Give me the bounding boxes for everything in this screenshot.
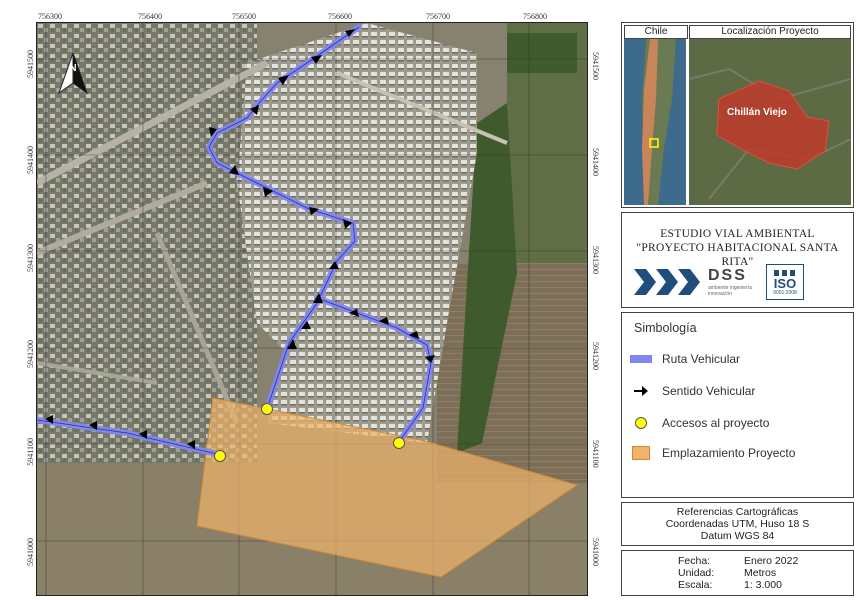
iso-logo-text: ISO [773,275,797,291]
y-tick: 5941300 [26,244,35,272]
legend-item-site: Emplazamiento Proyecto [630,443,795,463]
references-line: Referencias Cartográficas [676,506,799,518]
x-tick: 756800 [523,12,547,21]
y-tick: 5941100 [26,438,35,466]
north-arrow-icon: N [58,52,88,95]
direction-arrows [45,29,435,449]
y-tick: 5941100 [591,440,600,468]
legend-label: Emplazamiento Proyecto [662,446,796,460]
access-point [393,437,405,449]
study-title: ESTUDIO VIAL AMBIENTAL [660,228,815,240]
legend-heading: Simbología [634,321,697,335]
legend-panel: Simbología Ruta Vehicular Sentido Vehicu… [621,312,854,498]
dss-logo-subtext: ambiente ingeniería innovación [708,285,752,297]
access-point-icon [630,416,652,430]
y-tick: 5941200 [26,340,35,368]
x-tick: 756500 [232,12,256,21]
escala-value: 1: 3.000 [744,579,782,591]
location-inset-map [689,39,851,205]
map-view[interactable]: N [36,22,588,596]
svg-text:N: N [69,63,76,74]
unidad-label: Unidad: [678,567,715,579]
fecha-label: Fecha: [678,555,711,567]
references-line: Datum WGS 84 [700,530,775,542]
legend-label: Accesos al proyecto [662,416,770,430]
site-swatch [630,446,652,460]
access-point [261,403,273,415]
unidad-value: Metros [744,567,777,579]
legend-label: Sentido Vehicular [662,384,756,398]
y-tick: 5941500 [591,52,600,80]
commune-polygon [716,80,830,170]
dss-logo-icon [634,269,700,295]
iso-mark-icon [774,269,795,276]
x-tick: 756700 [426,12,450,21]
fecha-value: Enero 2022 [744,555,799,567]
route-swatch [630,352,652,366]
access-point [214,450,226,462]
iso-logo: ISO 9001:2008 [766,264,804,300]
references-line: Coordenadas UTM, Huso 18 S [665,518,810,530]
aerial-map: N [37,23,587,595]
info-panel: Fecha: Unidad: Escala: Enero 2022 Metros… [621,550,854,596]
project-title: "PROYECTO HABITACIONAL SANTA RITA" [636,242,839,268]
iso-logo-subtext: 9001:2008 [773,289,797,296]
arrow-right-icon [630,384,652,398]
chile-inset-map [624,39,686,205]
legend-label: Ruta Vehicular [662,352,741,366]
legend-item-access: Accesos al proyecto [630,413,769,433]
escala-label: Escala: [678,579,713,591]
x-tick: 756600 [328,12,352,21]
logos: DSS ambiente ingeniería innovación ISO 9… [632,263,822,301]
location-inset-label: Localización Proyecto [689,25,851,39]
y-tick: 5941400 [26,146,35,174]
y-tick: 5941200 [591,342,600,370]
commune-label: Chillán Viejo [727,107,787,118]
y-tick: 5941300 [591,246,600,274]
y-tick: 5941000 [26,538,35,566]
access-points [214,403,405,462]
y-tick: 5941000 [591,538,600,566]
title-panel: ESTUDIO VIAL AMBIENTAL "PROYECTO HABITAC… [621,212,854,308]
references-panel: Referencias Cartográficas Coordenadas UT… [621,502,854,546]
legend-item-direction: Sentido Vehicular [630,381,755,401]
x-tick: 756400 [138,12,162,21]
dss-logo-text: DSS [708,267,747,284]
inset-map-panel: Chile Localización Proyecto Chillán Viej… [621,22,854,208]
x-tick: 756300 [38,12,62,21]
y-tick: 5941500 [26,50,35,78]
chile-inset-label: Chile [624,25,688,39]
legend-item-route: Ruta Vehicular [630,349,740,369]
project-site-area [196,397,579,578]
y-tick: 5941400 [591,148,600,176]
